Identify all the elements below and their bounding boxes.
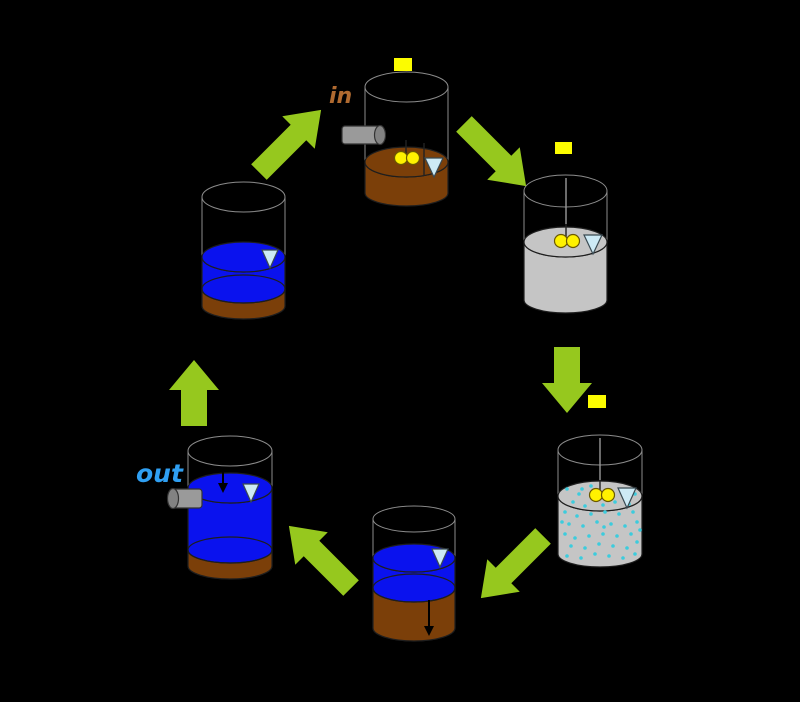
tank-settle (372, 505, 456, 642)
water-level-icon (424, 157, 444, 179)
aeration-bubble (575, 514, 579, 518)
inlet-pipe (341, 124, 386, 146)
aeration-bubble (581, 524, 585, 528)
float-ball (405, 150, 421, 166)
tank-mix (523, 174, 608, 314)
phase-marker-fill (394, 58, 412, 71)
aeration-bubble (583, 546, 587, 550)
float-ball (393, 150, 409, 166)
aeration-bubble (597, 542, 601, 546)
phase-marker-aerate (588, 395, 606, 408)
arrow-shape (480, 528, 551, 599)
aeration-bubble (583, 504, 587, 508)
settling-arrow-head (424, 626, 434, 636)
aeration-bubble (625, 546, 629, 550)
aeration-bubble (615, 534, 619, 538)
tank-aerate (557, 434, 643, 568)
float-ball (588, 487, 604, 503)
aeration-bubble (621, 556, 625, 560)
float-ball (553, 233, 569, 249)
aeration-bubble (560, 520, 564, 524)
sludge-blanket-line (187, 536, 273, 564)
aeration-bubble (589, 512, 593, 516)
aeration-bubble (567, 522, 571, 526)
aeration-bubble (589, 484, 593, 488)
aeration-bubble (638, 528, 642, 532)
water-level-icon (617, 487, 637, 510)
arrow-aerate-to-settle (480, 528, 551, 599)
aeration-bubble (569, 544, 573, 548)
aeration-bubble (631, 510, 635, 514)
aeration-bubble (601, 503, 605, 507)
sludge-blanket-line (201, 274, 286, 304)
aeration-bubble (635, 520, 639, 524)
arrow-settle-to-decant (288, 525, 359, 596)
tank-idle (201, 181, 286, 320)
aeration-bubble (617, 512, 621, 516)
level-drop-arrow-head (218, 483, 228, 493)
pipe-cap (166, 487, 180, 510)
phase-marker-mix (555, 142, 572, 154)
tank-rim (201, 181, 286, 213)
arrow-shape (169, 360, 219, 426)
aeration-bubble (593, 552, 597, 556)
arrow-idle-to-fill (251, 109, 322, 180)
aeration-bubble (613, 500, 617, 504)
water-level-icon (261, 249, 279, 270)
float-ball (600, 487, 616, 503)
aeration-bubble (611, 544, 615, 548)
aeration-bubble (629, 532, 633, 536)
aeration-bubble (633, 552, 637, 556)
outflow-label: out (136, 459, 183, 488)
aeration-bubble (563, 510, 567, 514)
pipe-cap (373, 124, 386, 146)
aeration-bubble (577, 492, 581, 496)
arrow-shape (542, 347, 592, 413)
water-level-icon (431, 548, 449, 569)
arrow-shape (251, 109, 322, 180)
float-ball (565, 233, 581, 249)
aeration-bubble (607, 554, 611, 558)
aeration-bubble (603, 510, 607, 514)
inflow-label: in (329, 84, 353, 109)
arrow-mix-to-aerate (542, 347, 592, 413)
sludge-blanket-line (372, 573, 456, 603)
aeration-bubble (565, 487, 569, 491)
aeration-bubble (580, 487, 584, 491)
aeration-bubble (609, 522, 613, 526)
aeration-bubble (573, 536, 577, 540)
aeration-bubble (571, 500, 575, 504)
aeration-bubble (563, 532, 567, 536)
arrow-shape (456, 116, 527, 187)
tank-rim (364, 71, 449, 103)
water-level-icon (242, 483, 260, 504)
aeration-bubble (602, 525, 606, 529)
aeration-bubble (601, 532, 605, 536)
aeration-bubble (579, 556, 583, 560)
tank-rim (372, 505, 456, 533)
arrow-fill-to-mix (456, 116, 527, 187)
tank-rim (187, 435, 273, 467)
tank-fill (364, 71, 449, 207)
tank-decant (187, 435, 273, 580)
outlet-pipe (166, 487, 203, 510)
aeration-bubble (587, 534, 591, 538)
arrow-shape (288, 525, 359, 596)
aeration-bubble (595, 520, 599, 524)
arrow-decant-to-idle (169, 360, 219, 426)
water-level-icon (583, 234, 603, 256)
aeration-bubble (623, 524, 627, 528)
aeration-bubble (565, 554, 569, 558)
aeration-bubble (635, 540, 639, 544)
